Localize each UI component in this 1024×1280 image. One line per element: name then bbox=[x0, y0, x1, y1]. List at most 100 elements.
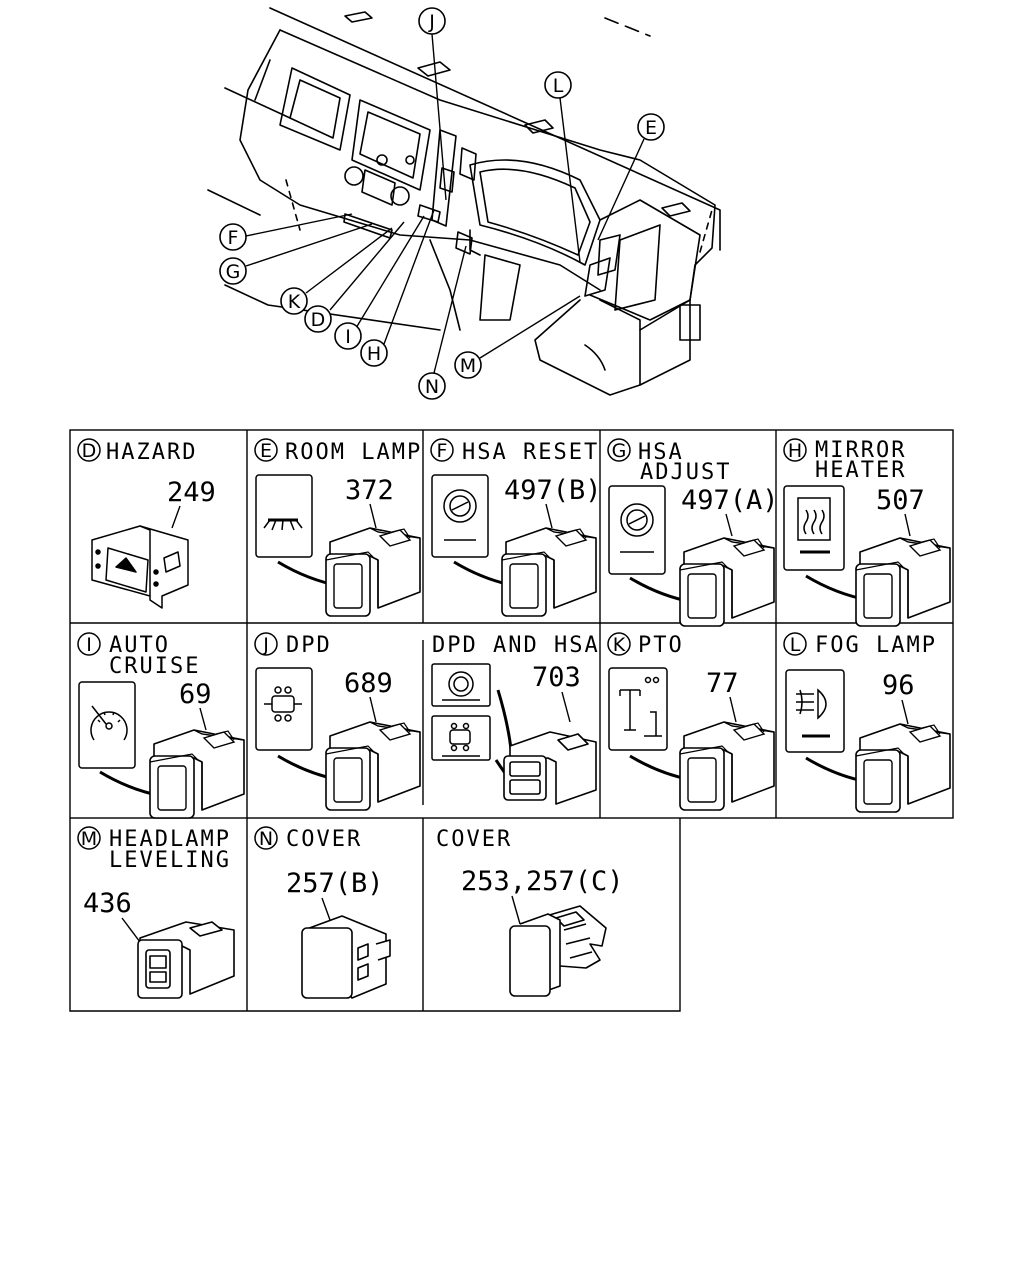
svg-text:J: J bbox=[262, 634, 269, 656]
part-number: 507 bbox=[876, 485, 925, 516]
circle-label-M: M bbox=[77, 826, 101, 850]
part-number: 497(A) bbox=[681, 485, 779, 516]
cell-mirror-heater: H MIRROR HEATER 507 bbox=[783, 438, 951, 627]
cell-title-line2: LEVELING bbox=[109, 848, 231, 873]
hsa-reset-symbol-icon bbox=[431, 474, 489, 558]
part-number: 77 bbox=[706, 668, 739, 699]
svg-text:E: E bbox=[645, 117, 657, 139]
callout-M: M bbox=[454, 351, 482, 379]
svg-text:M: M bbox=[81, 828, 97, 850]
circle-label-E: E bbox=[254, 438, 278, 462]
svg-text:J: J bbox=[428, 11, 435, 33]
svg-text:K: K bbox=[288, 291, 301, 313]
part-number: 69 bbox=[179, 679, 212, 710]
cell-title: PTO bbox=[638, 633, 684, 658]
fog-lamp-symbol-icon bbox=[785, 669, 845, 753]
cell-hsa-reset: F HSA RESET 497(B) bbox=[430, 438, 602, 617]
cell-hsa-adjust: G HSA ADJUST 497(A) bbox=[607, 438, 779, 627]
cell-title: HAZARD bbox=[106, 440, 197, 465]
circle-label-K: K bbox=[607, 632, 631, 656]
svg-text:F: F bbox=[228, 227, 239, 249]
circle-label-H: H bbox=[783, 438, 807, 462]
mirror-heater-symbol-icon bbox=[783, 485, 845, 571]
svg-text:E: E bbox=[260, 440, 272, 462]
cell-headlamp-leveling: M HEADLAMP LEVELING 436 bbox=[77, 826, 235, 999]
circle-label-I: I bbox=[77, 632, 101, 656]
svg-text:H: H bbox=[367, 343, 381, 365]
room-lamp-symbol-icon bbox=[255, 474, 313, 558]
cell-pto: K PTO 77 bbox=[607, 632, 775, 811]
cell-fog-lamp: L FOG LAMP 96 bbox=[783, 632, 951, 813]
part-number: 372 bbox=[345, 475, 394, 506]
svg-text:L: L bbox=[553, 75, 564, 97]
cruise-speedometer-icon bbox=[78, 681, 136, 769]
pto-symbol-icon bbox=[608, 667, 668, 751]
cell-room-lamp: E ROOM LAMP 372 bbox=[254, 438, 422, 617]
cell-title: FOG LAMP bbox=[815, 633, 937, 658]
blank-cover-illustration bbox=[301, 915, 391, 999]
cell-auto-cruise: I AUTO CRUISE 69 bbox=[77, 632, 245, 819]
cell-title: DPD AND HSA bbox=[432, 633, 600, 658]
part-number: 96 bbox=[882, 670, 915, 701]
cell-cover-c: COVER 253,257(C) bbox=[436, 827, 624, 997]
cover-with-clip-illustration bbox=[509, 905, 607, 997]
callout-E: E bbox=[637, 113, 665, 141]
part-number: 497(B) bbox=[504, 475, 602, 506]
dpd-symbol-icon bbox=[431, 715, 491, 761]
cell-title: HSA RESET bbox=[462, 440, 599, 465]
svg-text:H: H bbox=[788, 440, 802, 462]
circle-label-L: L bbox=[783, 632, 807, 656]
svg-text:G: G bbox=[226, 261, 241, 283]
svg-text:D: D bbox=[82, 440, 97, 462]
callout-N: N bbox=[418, 372, 446, 400]
callout-D: D bbox=[304, 305, 332, 333]
circle-label-J: J bbox=[254, 632, 278, 656]
cell-title: DPD bbox=[286, 633, 332, 658]
part-number: 253,257(C) bbox=[461, 866, 624, 897]
svg-text:L: L bbox=[790, 634, 801, 656]
svg-text:K: K bbox=[613, 634, 626, 656]
dashboard-overview-illustration: J L E F G K D I H N M bbox=[207, 7, 721, 400]
callout-F: F bbox=[219, 223, 247, 251]
part-number: 249 bbox=[167, 477, 216, 508]
svg-text:F: F bbox=[437, 440, 448, 462]
part-number: 703 bbox=[532, 662, 581, 693]
cell-dpd-and-hsa: DPD AND HSA 703 bbox=[431, 633, 600, 805]
hsa-symbol-icon bbox=[431, 663, 491, 707]
cell-title-line2: HEATER bbox=[815, 458, 906, 483]
hazard-switch-illustration bbox=[91, 525, 189, 609]
callout-L: L bbox=[544, 71, 572, 99]
circle-label-N: N bbox=[254, 826, 278, 850]
cell-title: ROOM LAMP bbox=[285, 440, 422, 465]
circle-label-F: F bbox=[430, 438, 454, 462]
cell-cover-n: N COVER 257(B) bbox=[254, 826, 391, 999]
circle-label-D: D bbox=[77, 438, 101, 462]
callout-K: K bbox=[280, 287, 308, 315]
svg-text:I: I bbox=[345, 326, 351, 348]
cell-title-line2: ADJUST bbox=[640, 460, 731, 485]
svg-text:G: G bbox=[612, 440, 627, 462]
cell-title: COVER bbox=[286, 827, 362, 852]
hsa-adjust-symbol-icon bbox=[608, 485, 666, 575]
cell-title: COVER bbox=[436, 827, 512, 852]
cell-title: AUTO bbox=[109, 633, 170, 658]
part-number: 257(B) bbox=[286, 868, 384, 899]
cell-title: HEADLAMP bbox=[109, 827, 231, 852]
callout-G: G bbox=[219, 257, 247, 285]
cell-title-line2: CRUISE bbox=[109, 654, 200, 679]
svg-text:M: M bbox=[460, 355, 476, 377]
callout-I: I bbox=[334, 322, 362, 350]
cell-dpd: J DPD 689 bbox=[254, 632, 421, 811]
dpd-filter-symbol-icon bbox=[255, 667, 313, 751]
headlamp-leveling-switch-illustration bbox=[137, 921, 235, 999]
cell-title: HSA bbox=[638, 440, 684, 465]
svg-text:N: N bbox=[259, 828, 273, 850]
svg-text:D: D bbox=[311, 309, 326, 331]
cell-hazard: D HAZARD 249 bbox=[77, 438, 216, 609]
part-number: 436 bbox=[83, 888, 132, 919]
cell-title: MIRROR bbox=[815, 438, 906, 463]
svg-text:N: N bbox=[425, 376, 439, 398]
part-number: 689 bbox=[344, 668, 393, 699]
circle-label-G: G bbox=[607, 438, 631, 462]
